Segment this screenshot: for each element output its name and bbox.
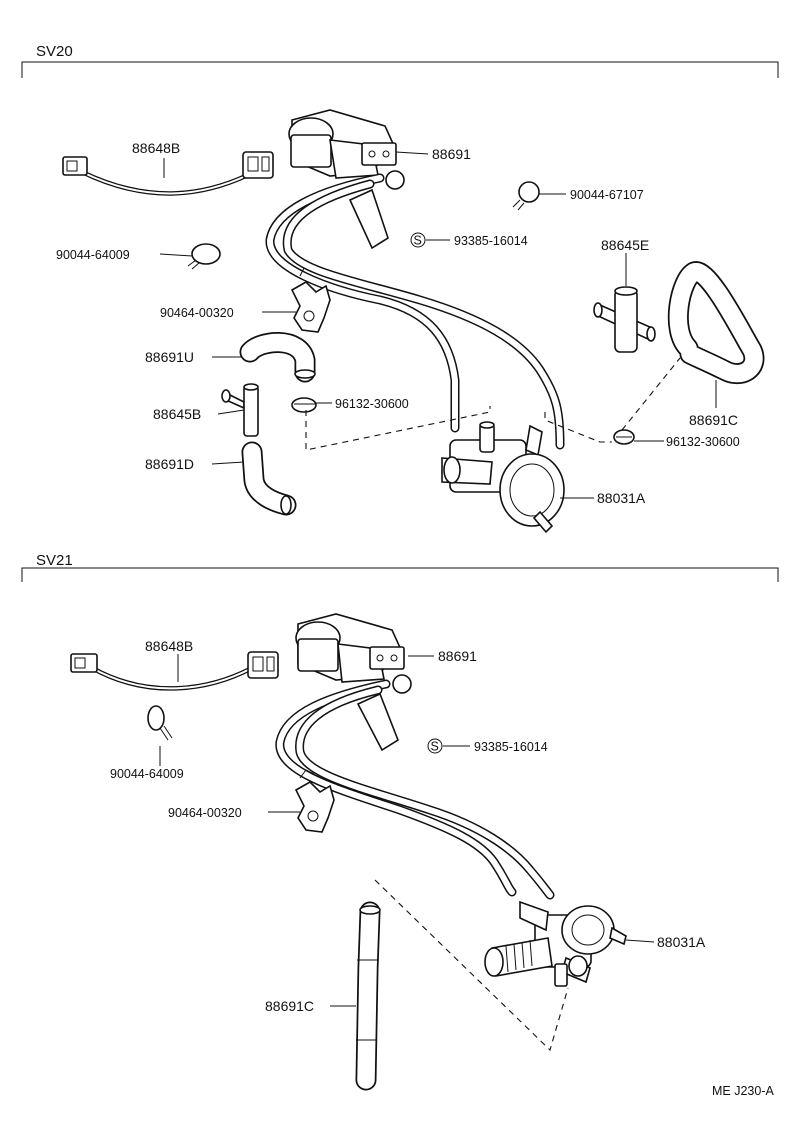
part-label-96132-30600-a: 96132-30600 bbox=[335, 397, 409, 411]
hose-icon bbox=[593, 286, 656, 353]
part-label-88691c-sv21: 88691C bbox=[265, 998, 314, 1014]
clamp-icon bbox=[147, 705, 173, 741]
part-label-88031a-sv21: 88031A bbox=[657, 934, 706, 950]
part-label-88645e: 88645E bbox=[601, 237, 649, 253]
hose-icon bbox=[241, 441, 297, 516]
part-label-88645b: 88645B bbox=[153, 406, 201, 422]
screw-icon: S bbox=[427, 738, 443, 754]
part-label-88648b-sv21: 88648B bbox=[145, 638, 193, 654]
hose-icon bbox=[239, 332, 316, 383]
section-title-sv20: SV20 bbox=[36, 43, 73, 60]
screw-symbol-sv21: S bbox=[431, 740, 439, 754]
clamp-icon bbox=[187, 243, 221, 270]
part-label-88691c: 88691C bbox=[689, 412, 738, 428]
assembly-line bbox=[621, 357, 681, 431]
section-title-sv21: SV21 bbox=[36, 552, 73, 569]
screw-icon: S bbox=[410, 232, 426, 248]
part-label-93385-16014: 93385-16014 bbox=[454, 234, 528, 248]
leader-line bbox=[159, 253, 193, 257]
valve-icon bbox=[441, 421, 565, 534]
section-frame-sv20 bbox=[21, 61, 779, 78]
part-label-96132-30600-b: 96132-30600 bbox=[666, 435, 740, 449]
valve-icon bbox=[484, 900, 627, 987]
part-label-88691-sv21: 88691 bbox=[438, 648, 477, 664]
part-label-90464-00320-sv21: 90464-00320 bbox=[168, 806, 242, 820]
part-label-90044-64009-sv21: 90044-64009 bbox=[110, 767, 184, 781]
section-sv20: SV20 bbox=[21, 43, 779, 534]
vsv-icon bbox=[295, 613, 412, 752]
assembly-line bbox=[544, 412, 612, 443]
part-label-88691d: 88691D bbox=[145, 456, 194, 472]
assembly-line bbox=[305, 406, 491, 451]
section-sv21: SV21 bbox=[21, 552, 779, 1091]
clamp-icon bbox=[613, 429, 635, 445]
leader-line bbox=[217, 409, 245, 415]
part-label-88031a: 88031A bbox=[597, 490, 646, 506]
clamp-icon bbox=[290, 267, 331, 333]
leader-line bbox=[625, 939, 655, 943]
connector-icon bbox=[62, 151, 274, 196]
leader-line bbox=[395, 151, 429, 155]
part-label-90464-00320: 90464-00320 bbox=[160, 306, 234, 320]
leader-line bbox=[211, 461, 245, 465]
connector-icon bbox=[70, 651, 279, 691]
clamp-icon bbox=[294, 769, 335, 833]
vsv-icon bbox=[288, 109, 405, 250]
hose-icon bbox=[355, 901, 381, 1091]
part-label-88691: 88691 bbox=[432, 146, 471, 162]
section-frame-sv21 bbox=[21, 567, 779, 582]
hose-icon bbox=[221, 383, 259, 437]
clamp-icon bbox=[512, 181, 540, 211]
hose-icon bbox=[275, 679, 555, 900]
clamp-icon bbox=[291, 397, 317, 413]
part-label-88648b: 88648B bbox=[132, 140, 180, 156]
hose-icon bbox=[667, 261, 765, 385]
screw-symbol-sv20: S bbox=[414, 234, 422, 248]
part-label-93385-16014-sv21: 93385-16014 bbox=[474, 740, 548, 754]
hose-icon bbox=[265, 173, 565, 450]
part-label-90044-64009: 90044-64009 bbox=[56, 248, 130, 262]
assembly-line bbox=[374, 879, 569, 1052]
footer-code: ME J230-A bbox=[712, 1084, 774, 1098]
part-label-88691u: 88691U bbox=[145, 349, 194, 365]
part-label-90044-67107: 90044-67107 bbox=[570, 188, 644, 202]
